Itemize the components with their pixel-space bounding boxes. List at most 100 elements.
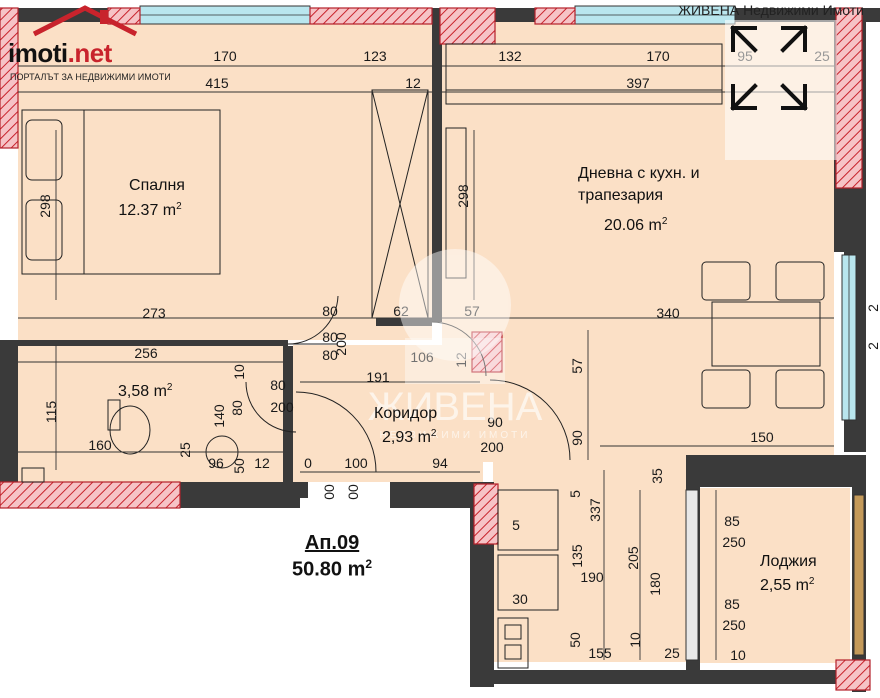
bedroom-floor: [18, 22, 432, 340]
dimension-label: 90: [487, 414, 503, 430]
dimension-label: 80: [322, 329, 338, 345]
dimension-label: 298: [455, 184, 471, 208]
dimension-label: 200: [480, 439, 504, 455]
apartment-area-sup: 2: [365, 557, 373, 571]
dimension-label: 12: [453, 352, 469, 368]
dimension-label: 273: [142, 305, 166, 321]
dimension-label: 200: [333, 332, 349, 356]
dimension-label: 62: [393, 303, 409, 319]
dimension-label: 132: [498, 48, 522, 64]
dimension-label: 50: [567, 632, 583, 648]
dimension-label: 10: [730, 647, 746, 663]
expand-icon: [730, 25, 808, 111]
logo-name: imoti: [8, 38, 68, 68]
bedroom-name: Спалня: [129, 177, 185, 194]
dimension-label: 170: [213, 48, 237, 64]
dimension-label: 96: [208, 455, 224, 471]
dimension-label: 12: [405, 75, 421, 91]
columns-hatched: [0, 7, 871, 691]
watermark-text: ЖИВЕНА: [368, 385, 543, 429]
dimension-label: 85: [724, 596, 740, 612]
site-logo[interactable]: imoti.net ПОРТАЛЪТ ЗА НЕДВИЖИМИ ИМОТИ: [8, 8, 171, 82]
watermark-subtext: НЕДВИЖИМИ ИМОТИ: [380, 430, 531, 441]
dimension-label: 337: [587, 498, 603, 522]
logo-text: imoti.net: [8, 38, 112, 69]
dimension-label: 2: [865, 304, 880, 312]
dimension-label: 250: [722, 534, 746, 550]
kitchen-floor: [493, 462, 688, 662]
loggia-area: 2,55 m2: [760, 576, 815, 594]
dimension-label: 180: [647, 572, 663, 596]
corridor-name: Коридор: [374, 405, 437, 422]
dimension-label: 170: [646, 48, 670, 64]
roof-logo-icon: [32, 5, 138, 37]
dimension-label: 90: [569, 430, 585, 446]
dimension-label: 30: [512, 591, 528, 607]
dimension-label: 00: [321, 484, 337, 500]
living-name-line2: трапезария: [578, 187, 663, 204]
dimension-label: 00: [345, 484, 361, 500]
fullscreen-button[interactable]: [725, 20, 837, 160]
corridor-area: 2,93 m2: [382, 428, 437, 446]
loggia-floor: [700, 488, 850, 663]
dimension-label: 200: [270, 399, 294, 415]
dimension-label: 80: [322, 303, 338, 319]
dimension-label: 250: [722, 617, 746, 633]
dimension-label: 0: [304, 455, 312, 471]
dimension-label: 135: [569, 544, 585, 568]
dimension-label: 5: [567, 490, 583, 498]
logo-tagline: ПОРТАЛЪТ ЗА НЕДВИЖИМИ ИМОТИ: [10, 72, 171, 82]
room-labels: Спалня 12.37 m2 Дневна с кухн. и трапеза…: [118, 165, 817, 594]
dimension-label: 190: [580, 569, 604, 585]
dimension-label: 80: [270, 377, 286, 393]
dimension-label: 160: [88, 437, 112, 453]
dimension-label: 155: [588, 645, 612, 661]
dimension-label: 415: [205, 75, 229, 91]
dimension-label: 25: [177, 442, 193, 458]
apartment-area: 50.80 m2: [292, 557, 372, 582]
dimension-label: 57: [464, 303, 480, 319]
living-name-line1: Дневна с кухн. и: [578, 165, 700, 182]
dimension-label: 35: [649, 468, 665, 484]
apartment-number: Ап.09: [304, 532, 360, 554]
dimension-labels: 1701231321709525415123972982982738062573…: [37, 48, 880, 663]
dimension-label: 94: [432, 455, 448, 471]
dimension-lines: [18, 65, 834, 660]
dimension-label: 5: [512, 517, 520, 533]
dimension-label: 256: [134, 345, 158, 361]
living-area: 20.06 m2: [604, 216, 668, 234]
dimension-label: 10: [231, 364, 247, 380]
dimension-label: 80: [229, 400, 245, 416]
bedroom-area: 12.37 m2: [118, 201, 182, 219]
dimension-label: 106: [410, 349, 434, 365]
dimension-label: 2: [865, 342, 880, 350]
logo-tld: .net: [67, 38, 113, 68]
dimension-label: 340: [656, 305, 680, 321]
dimension-label: 397: [626, 75, 650, 91]
bathroom-floor: [18, 345, 283, 482]
dimension-label: 100: [344, 455, 368, 471]
dimension-label: 115: [43, 401, 59, 424]
dimension-label: 50: [231, 458, 247, 474]
dimension-label: 150: [750, 429, 774, 445]
dimension-label: 298: [37, 194, 53, 218]
agency-watermark: ЖИВЕНА Недвижими Имоти: [678, 2, 864, 18]
apartment-label: Ап.09 50.80 m2: [292, 532, 372, 582]
corridor-floor: [293, 345, 483, 482]
dimension-label: 123: [363, 48, 387, 64]
dimension-label: 85: [724, 513, 740, 529]
dimension-label: 140: [211, 404, 227, 428]
dimension-label: 12: [254, 455, 270, 471]
dimension-label: 80: [322, 347, 338, 363]
apartment-area-value: 50.80 m: [292, 558, 366, 581]
center-watermark: ЖИВЕНА НЕДВИЖИМИ ИМОТИ: [368, 249, 543, 441]
bathroom-area: 3,58 m2: [118, 382, 173, 400]
dimension-label: 191: [366, 369, 390, 385]
dimension-label: 57: [569, 358, 585, 374]
dimension-label: 25: [664, 645, 680, 661]
dimension-label: 10: [627, 632, 643, 648]
loggia-name: Лоджия: [760, 553, 817, 570]
furniture: [21, 43, 825, 669]
dimension-label: 205: [625, 546, 641, 570]
